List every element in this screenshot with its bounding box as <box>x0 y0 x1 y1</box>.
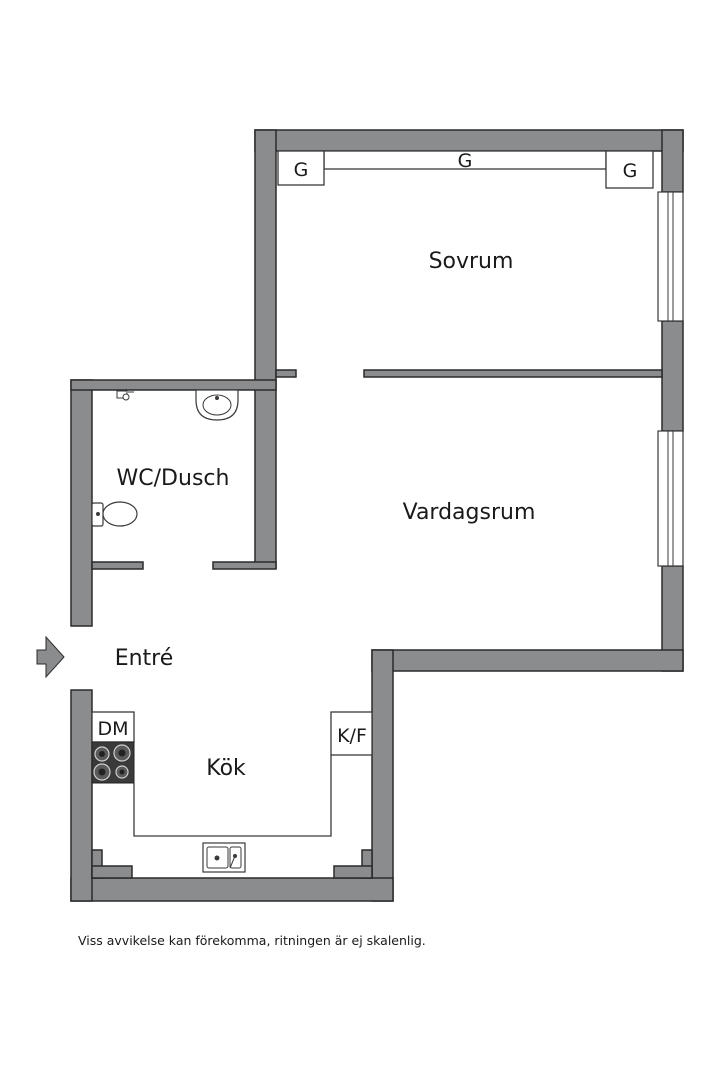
wall-wc-bottom-left <box>91 561 144 570</box>
window-bedroom <box>657 191 684 322</box>
wall-wc-bottom-right <box>212 561 277 570</box>
kitchen: DM K/F <box>91 711 373 873</box>
disclaimer-text: Viss avvikelse kan förekomma, ritningen … <box>78 933 426 948</box>
room-labels: Sovrum Vardagsrum WC/Dusch Entré Kök <box>115 249 536 781</box>
dishwasher-label: DM <box>97 718 128 740</box>
stove-icon <box>91 741 135 784</box>
fridge-label: K/F <box>337 725 367 747</box>
wardrobe-right-label: G <box>623 160 638 182</box>
wall-partition-right <box>363 369 663 378</box>
room-label-sovrum: Sovrum <box>429 249 514 274</box>
windows <box>657 191 684 567</box>
wall-kitchen-step-left-2 <box>91 865 133 879</box>
wardrobe-right <box>605 150 654 189</box>
floor-plan: G G G DM <box>36 129 684 902</box>
wc-fixtures <box>91 389 239 527</box>
wardrobe-middle-label: G <box>458 150 473 172</box>
fridge-box <box>330 711 373 756</box>
sink-icon <box>202 842 246 873</box>
wall-left-upper <box>70 379 93 627</box>
entrance <box>36 635 65 679</box>
wall-top <box>254 129 684 152</box>
washbasin-icon <box>195 389 239 421</box>
wall-kitchen-right <box>371 649 394 902</box>
wardrobe-left <box>277 150 325 186</box>
wall-partition-left <box>275 369 297 378</box>
arrow-right-icon <box>36 635 65 679</box>
room-label-vardagsrum: Vardagsrum <box>403 500 536 525</box>
wall-right-1 <box>661 129 684 193</box>
wall-kitchen-step-right-2 <box>333 865 373 879</box>
room-label-entre: Entré <box>115 646 174 671</box>
kitchen-counter <box>133 755 332 837</box>
window-living <box>657 430 684 567</box>
walls <box>70 129 684 902</box>
wall-bottom <box>70 877 394 902</box>
dishwasher-box <box>91 711 135 743</box>
wall-step <box>371 649 684 672</box>
toilet-icon <box>91 501 138 527</box>
room-label-wc: WC/Dusch <box>117 466 230 491</box>
wardrobe-row: G G G <box>277 150 654 189</box>
wardrobe-left-label: G <box>294 159 309 181</box>
wall-wc-top <box>70 379 277 391</box>
wall-bedroom-left <box>254 129 277 569</box>
wall-left-lower <box>70 689 93 902</box>
wall-right-2 <box>661 320 684 432</box>
room-label-kok: Kök <box>206 756 246 781</box>
shower-icon <box>116 390 134 401</box>
